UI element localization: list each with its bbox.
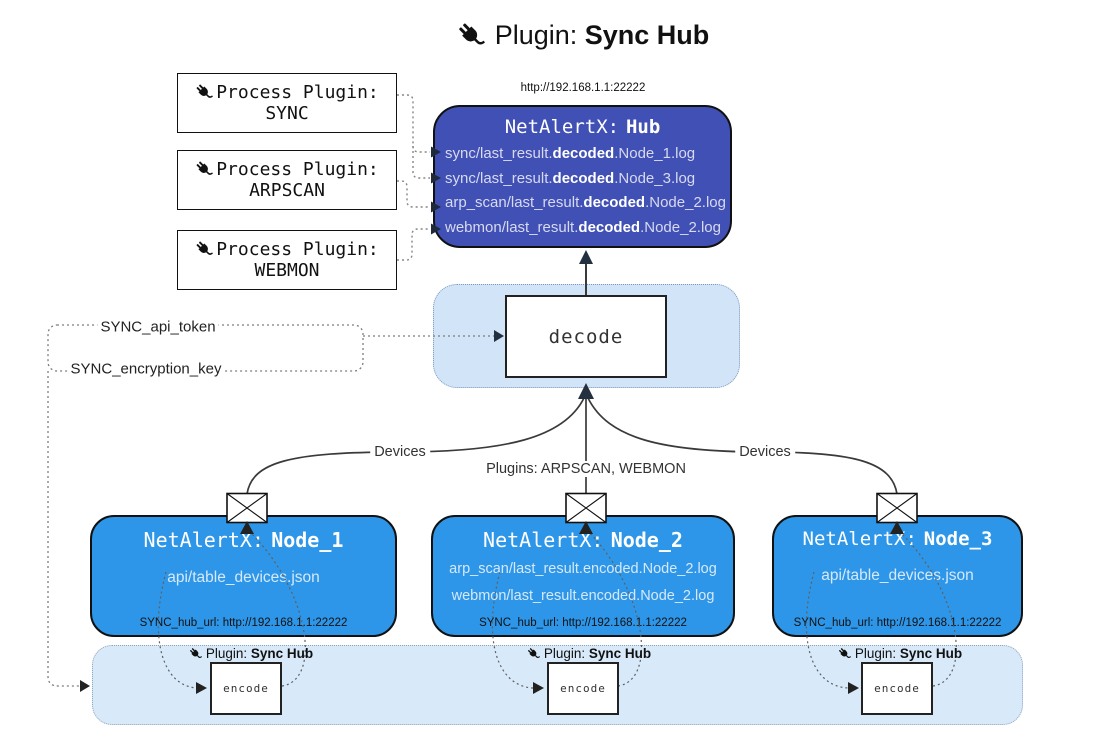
node-files: arp_scan/last_result.encoded.Node_2.log … <box>433 556 733 610</box>
plug-icon <box>459 23 485 44</box>
node-files: api/table_devices.json <box>92 564 395 591</box>
process-to-hub-connectors <box>397 94 430 261</box>
node-file: api/table_devices.json <box>167 569 320 586</box>
hub-box: NetAlertX:Hub sync/last_result.decoded.N… <box>433 105 732 248</box>
process-plugin-box-webmon: Process Plugin: WEBMON <box>177 230 397 290</box>
plug-icon <box>196 84 214 98</box>
node-title: NetAlertX:Node_2 <box>483 528 683 552</box>
hub-log-line: sync/last_result.decoded.Node_1.log <box>445 145 696 162</box>
edge-label-devices-right: Devices <box>735 444 795 460</box>
process-plugin-box-sync: Process Plugin: SYNC <box>177 73 397 133</box>
hub-log-lines: sync/last_result.decoded.Node_1.log sync… <box>435 142 730 240</box>
process-plugin-label: Process Plugin: <box>216 159 379 180</box>
hub-log-line: arp_scan/last_result.decoded.Node_2.log <box>445 194 726 211</box>
hub-name-prefix: NetAlertX: <box>504 116 620 138</box>
node-hub-url: SYNC_hub_url: http://192.168.1.1:22222 <box>139 617 348 629</box>
edge-label-plugins: Plugins: ARPSCAN, WEBMON <box>482 461 690 477</box>
sync-api-token-label: SYNC_api_token <box>97 318 219 336</box>
plug-icon <box>528 647 541 658</box>
page-title: Plugin: Sync Hub <box>457 20 710 51</box>
hub-log-line: sync/last_result.decoded.Node_3.log <box>445 169 696 187</box>
process-plugin-name: SYNC <box>265 103 309 124</box>
node-file: api/table_devices.json <box>821 567 974 584</box>
node-to-decode-curves <box>246 386 898 495</box>
encode-box: encode <box>210 662 282 715</box>
plug-icon <box>196 241 214 255</box>
sync-encryption-key-label: SYNC_encryption_key <box>67 360 225 378</box>
title-name: Sync Hub <box>584 20 710 50</box>
node-box-node2: NetAlertX:Node_2 arp_scan/last_result.en… <box>431 515 735 637</box>
encoder-label: Plugin: Sync Hub <box>189 646 313 661</box>
hub-url: http://192.168.1.1:22222 <box>520 82 646 94</box>
hub-title: NetAlertX:Hub <box>435 116 730 138</box>
decode-label: decode <box>548 325 624 348</box>
encode-box: encode <box>547 662 619 715</box>
node-title: NetAlertX:Node_1 <box>143 528 344 552</box>
node-files: api/table_devices.json <box>774 562 1021 589</box>
plug-icon <box>190 647 203 658</box>
process-plugin-label: Process Plugin: <box>216 239 379 260</box>
key-to-bar-arrowhead <box>80 680 90 692</box>
process-plugin-box-arpscan: Process Plugin: ARPSCAN <box>177 150 397 210</box>
encode-box: encode <box>861 662 933 715</box>
process-plugin-label: Process Plugin: <box>216 82 379 103</box>
process-plugin-name: WEBMON <box>254 260 320 281</box>
node-title: NetAlertX:Node_3 <box>802 528 993 550</box>
node-file: webmon/last_result.encoded.Node_2.log <box>451 588 715 604</box>
edge-label-devices-left: Devices <box>370 444 430 460</box>
encoder-label: Plugin: Sync Hub <box>838 646 962 661</box>
node-hub-url: SYNC_hub_url: http://192.168.1.1:22222 <box>479 617 687 629</box>
node-box-node1: NetAlertX:Node_1 api/table_devices.json … <box>90 515 397 637</box>
title-prefix: Plugin: <box>494 20 578 50</box>
decode-box: decode <box>505 295 667 378</box>
plug-icon <box>196 161 214 175</box>
hub-name: Hub <box>625 116 661 138</box>
node-hub-url: SYNC_hub_url: http://192.168.1.1:22222 <box>793 617 1002 629</box>
node-box-node3: NetAlertX:Node_3 api/table_devices.json … <box>772 515 1023 637</box>
node-file: arp_scan/last_result.encoded.Node_2.log <box>449 561 717 577</box>
hub-log-line: webmon/last_result.decoded.Node_2.log <box>445 218 721 236</box>
process-plugin-name: ARPSCAN <box>249 180 325 201</box>
encoder-label: Plugin: Sync Hub <box>527 646 651 661</box>
plug-icon <box>839 647 852 658</box>
